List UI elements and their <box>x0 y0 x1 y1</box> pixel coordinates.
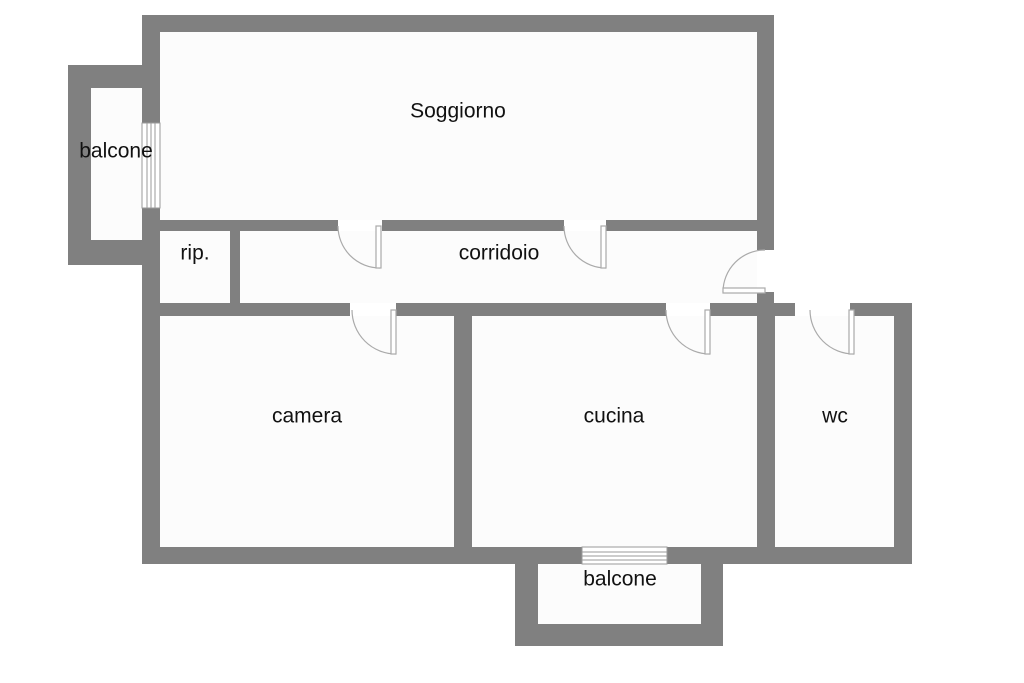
wall-bottom-b <box>667 547 912 564</box>
balcone-left-parapet-bottom <box>68 240 142 265</box>
floors <box>91 32 894 624</box>
balcone-bottom-parapet-base <box>515 624 723 646</box>
wall-bottom-a <box>142 547 582 564</box>
wall-wc-right <box>894 303 912 564</box>
room-labels: Soggiorno balcone rip. corridoio camera … <box>79 100 848 591</box>
wc-floor <box>775 316 894 547</box>
doors <box>337 225 855 355</box>
camera-floor <box>160 316 454 547</box>
wall-outer-right-upper <box>757 15 774 250</box>
wall-camera-cucina <box>454 316 472 564</box>
label-camera: camera <box>272 405 342 428</box>
label-wc: wc <box>821 405 848 428</box>
label-balcone-left: balcone <box>79 140 153 163</box>
wall-entrance-lower <box>757 292 774 316</box>
wall-ripostiglio-right <box>230 231 240 306</box>
wall-soggiorno-bottom-a <box>160 220 338 231</box>
door-wc <box>795 303 855 355</box>
label-cucina: cucina <box>584 405 645 428</box>
wall-cucina-wc <box>757 316 775 564</box>
wall-corridoio-bottom-b <box>396 303 666 316</box>
door-camera <box>351 309 397 355</box>
door-entrance <box>722 249 774 294</box>
balcone-left-parapet-left <box>68 65 91 265</box>
label-soggiorno: Soggiorno <box>410 100 506 123</box>
balcone-bottom-floor <box>538 564 701 624</box>
balcone-left-floor <box>91 88 143 240</box>
label-balcone-bottom: balcone <box>583 568 657 591</box>
door-soggiorno-right <box>563 225 607 269</box>
walls <box>68 15 912 646</box>
window-soggiorno-balcone <box>141 122 161 209</box>
wall-corridoio-bottom-a <box>160 303 350 316</box>
door-cucina <box>665 309 711 355</box>
wall-outer-left-lower <box>142 208 160 564</box>
ripostiglio-floor <box>160 231 230 303</box>
label-ripostiglio: rip. <box>180 242 209 265</box>
wall-corridoio-bottom-c <box>710 303 795 316</box>
windows <box>141 122 668 565</box>
cucina-floor <box>472 316 757 547</box>
window-cucina-balcone <box>581 546 668 565</box>
wall-outer-left-upper <box>142 15 160 123</box>
label-corridoio: corridoio <box>459 242 540 265</box>
door-soggiorno-left <box>337 225 382 269</box>
wall-soggiorno-bottom-b <box>382 220 564 231</box>
soggiorno-floor <box>160 32 757 220</box>
wall-soggiorno-bottom-c <box>606 220 757 231</box>
corridoio-floor <box>240 231 757 303</box>
wall-outer-top <box>142 15 774 32</box>
